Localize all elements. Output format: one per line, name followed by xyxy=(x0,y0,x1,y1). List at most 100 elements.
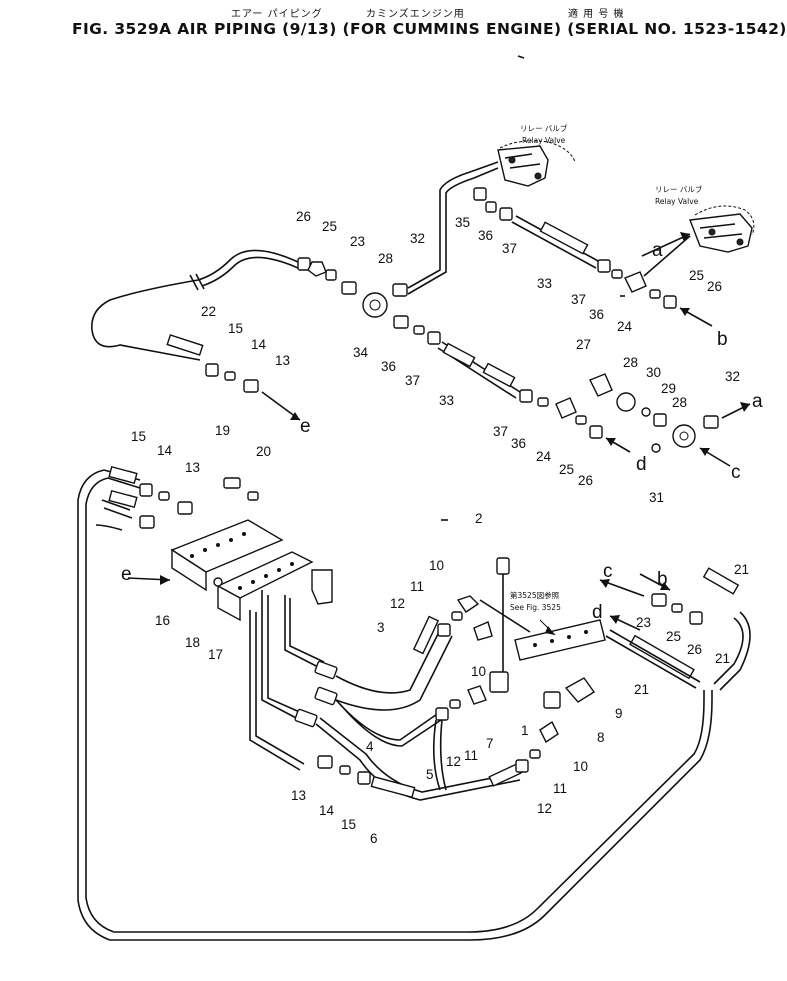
callout-37: 37 xyxy=(571,292,586,307)
connection-letter-d: d xyxy=(592,602,603,623)
callout-19: 19 xyxy=(215,423,230,438)
callout-21: 21 xyxy=(734,562,749,577)
upper-left-fittings xyxy=(205,363,259,393)
upper-fittings-row-1 xyxy=(297,161,499,318)
upper-arrows xyxy=(261,232,751,467)
callout-25: 25 xyxy=(322,219,337,234)
header-jp-cummins-engine: カミンズエンジン用 xyxy=(366,9,465,20)
left-frame-pipes xyxy=(77,465,713,941)
callout-23: 23 xyxy=(636,615,651,630)
connection-letter-a: a xyxy=(652,240,663,261)
callout-labels: 26 25 23 32 28 35 36 37 33 37 36 24 25 2… xyxy=(131,209,749,846)
callout-31: 31 xyxy=(649,490,664,505)
lower-central-fittings: 第3525図参照 See Fig. 3525 xyxy=(317,557,606,785)
callout-10: 10 xyxy=(573,759,588,774)
connection-letter-c: c xyxy=(603,561,613,582)
lower-hoses xyxy=(249,590,523,801)
callout-35: 35 xyxy=(455,215,470,230)
callout-10: 10 xyxy=(429,558,444,573)
parts-diagram-page: エアー パイピング カミンズエンジン用 適 用 号 機 FIG. 3529A A… xyxy=(72,9,787,941)
see-fig-jp-label: 第3525図参照 xyxy=(510,590,560,600)
callout-11: 11 xyxy=(553,781,567,796)
callout-15: 15 xyxy=(341,817,356,832)
connection-letter-e: e xyxy=(300,416,311,437)
relay-valve-jp-label-2: リレー バルブ xyxy=(655,184,703,194)
callout-7: 7 xyxy=(486,736,494,751)
air-piping-diagram: リレー バルブ Relay Valve リレー バルブ Relay Valve xyxy=(77,55,763,941)
connection-letter-a: a xyxy=(752,391,763,412)
callout-4: 4 xyxy=(366,739,374,754)
callout-15: 15 xyxy=(228,321,243,336)
callout-12: 12 xyxy=(537,801,552,816)
callout-17: 17 xyxy=(208,647,223,662)
callout-28: 28 xyxy=(672,395,687,410)
callout-14: 14 xyxy=(319,803,335,818)
callout-27: 27 xyxy=(576,337,591,352)
callout-6: 6 xyxy=(370,831,378,846)
header-jp-air-piping: エアー パイピング xyxy=(231,9,323,20)
callout-13: 13 xyxy=(275,353,290,368)
callout-13: 13 xyxy=(185,460,200,475)
callout-28: 28 xyxy=(378,251,393,266)
callout-13: 13 xyxy=(291,788,306,803)
callout-24: 24 xyxy=(536,449,552,464)
figure-title: FIG. 3529A AIR PIPING (9/13) (FOR CUMMIN… xyxy=(72,20,787,38)
connection-letter-d: d xyxy=(636,454,647,475)
callout-14: 14 xyxy=(251,337,267,352)
callout-32: 32 xyxy=(725,369,740,384)
callout-15: 15 xyxy=(131,429,146,444)
callout-12: 12 xyxy=(390,596,405,611)
callout-37: 37 xyxy=(405,373,420,388)
callout-29: 29 xyxy=(661,381,676,396)
callout-23: 23 xyxy=(350,234,365,249)
callout-25: 25 xyxy=(689,268,704,283)
callout-34: 34 xyxy=(353,345,369,360)
callout-37: 37 xyxy=(502,241,517,256)
callout-36: 36 xyxy=(478,228,493,243)
callout-5: 5 xyxy=(426,767,434,782)
lower-right-hoses xyxy=(599,567,751,691)
callout-30: 30 xyxy=(646,365,661,380)
callout-26: 26 xyxy=(707,279,722,294)
bracket-plates xyxy=(127,519,333,622)
callout-14: 14 xyxy=(157,443,173,458)
callout-33: 33 xyxy=(439,393,454,408)
callout-9: 9 xyxy=(615,706,623,721)
callout-10: 10 xyxy=(471,664,486,679)
callout-20: 20 xyxy=(256,444,271,459)
callout-33: 33 xyxy=(537,276,552,291)
callout-28: 28 xyxy=(623,355,638,370)
callout-24: 24 xyxy=(617,319,633,334)
callout-3: 3 xyxy=(377,620,385,635)
connection-letter-b: b xyxy=(717,329,728,350)
upper-loop-hose xyxy=(91,249,299,361)
left-fittings-group xyxy=(139,477,259,529)
callout-1: 1 xyxy=(521,723,529,738)
callout-32: 32 xyxy=(410,231,425,246)
header-jp-applicable-serial: 適 用 号 機 xyxy=(568,9,625,20)
callout-11: 11 xyxy=(464,748,478,763)
callout-21: 21 xyxy=(634,682,649,697)
callout-26: 26 xyxy=(296,209,311,224)
connection-letters: a b a c d e e c b d xyxy=(121,240,763,623)
callout-12: 12 xyxy=(446,754,461,769)
callout-36: 36 xyxy=(511,436,526,451)
callout-16: 16 xyxy=(155,613,170,628)
see-fig-en-label: See Fig. 3525 xyxy=(510,603,561,612)
relay-valve-en-label-2: Relay Valve xyxy=(655,197,699,206)
connection-letter-b: b xyxy=(657,569,668,590)
callout-37: 37 xyxy=(493,424,508,439)
upper-right-hose-and-fittings xyxy=(473,187,691,309)
connection-letter-e: e xyxy=(121,564,132,585)
callout-26: 26 xyxy=(578,473,593,488)
callout-25: 25 xyxy=(666,629,681,644)
callout-22: 22 xyxy=(201,304,216,319)
misc-marks xyxy=(441,55,625,521)
callout-11: 11 xyxy=(410,579,424,594)
callout-8: 8 xyxy=(597,730,605,745)
relay-valve-right: リレー バルブ Relay Valve xyxy=(655,184,755,253)
connection-letter-c: c xyxy=(731,462,741,483)
callout-2: 2 xyxy=(475,511,483,526)
callout-25: 25 xyxy=(559,462,574,477)
callout-21: 21 xyxy=(715,651,730,666)
